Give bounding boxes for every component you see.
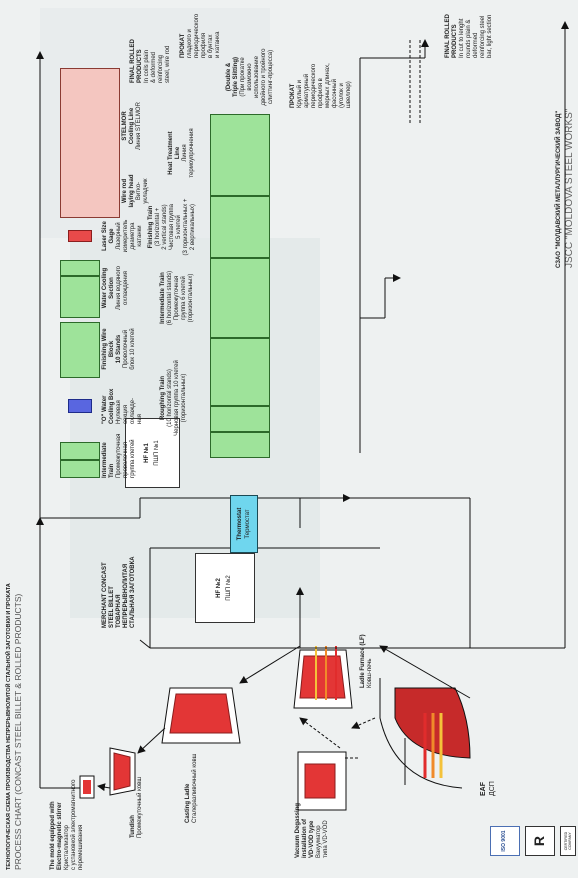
wire-mill-flow xyxy=(36,51,470,519)
heat-treatment-label: Heat Treatment Line Линия термоупрочнени… xyxy=(168,128,195,178)
eaf-label: EAF xyxy=(480,782,487,796)
casting-ladle-vessel xyxy=(161,687,241,744)
intermediate-stand xyxy=(210,258,270,338)
finishing-block-label: Finishing Wire Block 10 Stands Проволочн… xyxy=(102,328,136,370)
tundish-label: Tundish Промежуточный ковш xyxy=(130,776,143,838)
tundish-vessel xyxy=(109,747,136,796)
eaf-label-ru: ДСП xyxy=(489,781,496,796)
section-final-ru: ПРОКАТ Круглый и арматурный периодическо… xyxy=(290,63,352,108)
thermostat: Thermostat Термостат xyxy=(230,495,258,553)
roughing-stand-1 xyxy=(210,432,270,458)
vacuum-degassing-vessel xyxy=(297,751,347,811)
laying-head-label: Wire rod laying head Витко- укладчик xyxy=(122,174,149,208)
wire-intermediate-label: Intermediate Train Промежуточная проволо… xyxy=(102,433,136,478)
wire-intermediate-stand-2 xyxy=(60,442,100,460)
eaf-electrodes xyxy=(423,713,443,778)
roughing-label: Roughing Train (10 horizontal stands) Че… xyxy=(160,360,187,436)
mold-vessel xyxy=(79,775,95,799)
wire-final-en: FINAL ROLLED PRODUCTS In coils plain & d… xyxy=(130,39,171,83)
section-final-en: FINAL ROLLED PRODUCTS In cut to lenght r… xyxy=(445,14,493,58)
laser-gage-label: Laser Size Gage Лазерный измеритель диам… xyxy=(102,219,143,253)
billet-routes xyxy=(149,21,569,649)
cooling-box-label: "O" Water Cooling Box Нулевая секция охл… xyxy=(102,388,143,424)
vacuum-label: Vacuum Degassing installation of VD-VOD … xyxy=(295,802,329,858)
water-cooling-section-2 xyxy=(60,260,100,276)
finishing-wire-block xyxy=(60,322,100,378)
intermediate-label: Intermediate Train (6 horizontal stands)… xyxy=(160,270,194,326)
ladle-furnace-vessel xyxy=(293,646,353,709)
o-water-cooling-box xyxy=(68,399,92,413)
section-mill-flow xyxy=(359,39,429,453)
roughing-stand-3 xyxy=(210,338,270,406)
water-cooling-label: Water Cooling Section Линия водяного охл… xyxy=(102,266,129,310)
ladle-furnace-label: Ladle Furnace (LF) Ковш-печь xyxy=(360,634,373,688)
laser-size-gage xyxy=(68,230,92,242)
wire-final-ru: ПРОКАТ гладкого и периодического профиля… xyxy=(180,13,221,58)
billet-label: MERCHANT CONCAST STEEL BILLET ТОВАРНАЯ Н… xyxy=(102,556,136,628)
casting-ladle-label: Casting Ladle Сталеразливочный ковш xyxy=(185,753,198,823)
stelmor-label: STELMOR Cooling Line Линия STELMOR xyxy=(122,102,142,150)
stelmor-cooling-line xyxy=(60,68,120,218)
finishing-stand xyxy=(210,196,270,258)
steelmaking-arrows xyxy=(36,517,471,792)
wire-intermediate-stand-1 xyxy=(60,460,100,478)
slitting-label: (Double & Triple Slitting) (При прокатке… xyxy=(226,48,274,106)
roughing-stand-2 xyxy=(210,406,270,432)
finishing-label: Finishing Train (3 horizontal + 2 vertic… xyxy=(148,198,196,256)
heating-furnace-2: HF №2 ПШП №2 xyxy=(195,553,255,623)
water-cooling-section-1 xyxy=(60,276,100,318)
heat-treatment-stand xyxy=(210,114,270,196)
mold-label: The mold equipped with Electro-magnetic … xyxy=(50,779,84,871)
